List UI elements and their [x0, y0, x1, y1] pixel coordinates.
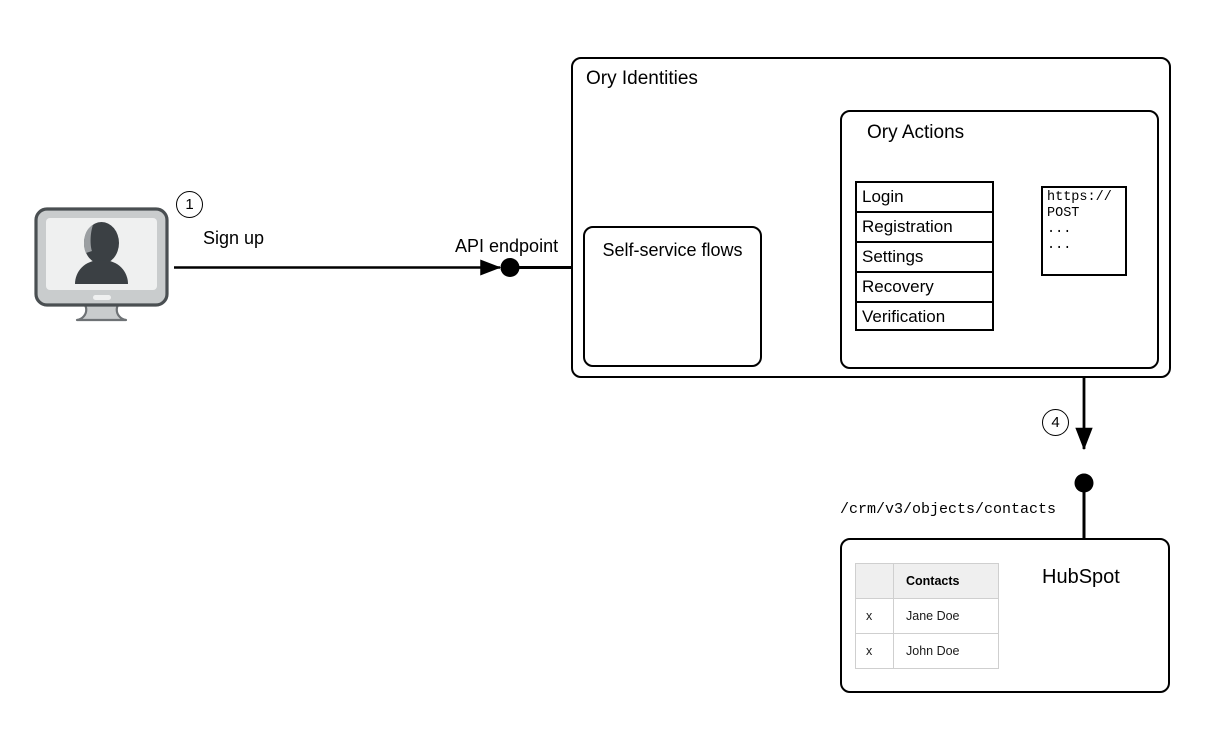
table-row[interactable]: x John Doe [855, 633, 999, 669]
hubspot-label: HubSpot [1042, 566, 1120, 588]
flow-item-settings[interactable]: Settings [855, 241, 994, 271]
row-contact-name: Jane Doe [893, 598, 999, 634]
webhook-payload-text: https:// POST ... ... [1047, 190, 1112, 253]
monitor-user-icon [34, 207, 169, 322]
flow-item-verification[interactable]: Verification [855, 301, 994, 331]
contacts-table: Contacts x Jane Doe x John Doe [855, 563, 999, 669]
webhook-box [1041, 186, 1127, 276]
table-header-index [855, 563, 894, 599]
self-service-flows-label: Self-service flows [602, 240, 743, 260]
flow-item-recovery[interactable]: Recovery [855, 271, 994, 301]
self-service-flows-box [583, 226, 762, 367]
table-header-contacts: Contacts [893, 563, 999, 599]
ory-identities-title: Ory Identities [586, 68, 698, 89]
monitor-power-nub [93, 295, 111, 300]
row-contact-name: John Doe [893, 633, 999, 669]
flow-item-registration[interactable]: Registration [855, 211, 994, 241]
api-endpoint-label: API endpoint [455, 236, 559, 256]
api-endpoint-dot [500, 258, 520, 277]
table-header-row: Contacts [855, 563, 999, 599]
row-index: x [855, 633, 894, 669]
signup-edge-label: Sign up [203, 228, 265, 248]
step-badge-1: 1 [176, 191, 203, 218]
flow-list: Login Registration Settings Recovery Ver… [855, 181, 994, 331]
crm-path-label: /crm/v3/objects/contacts [840, 501, 1057, 518]
user-avatar-glyph [75, 222, 128, 284]
row-index: x [855, 598, 894, 634]
ory-actions-title: Ory Actions [867, 122, 965, 143]
flow-item-login[interactable]: Login [855, 181, 994, 211]
step-badge-4: 4 [1042, 409, 1069, 436]
table-row[interactable]: x Jane Doe [855, 598, 999, 634]
